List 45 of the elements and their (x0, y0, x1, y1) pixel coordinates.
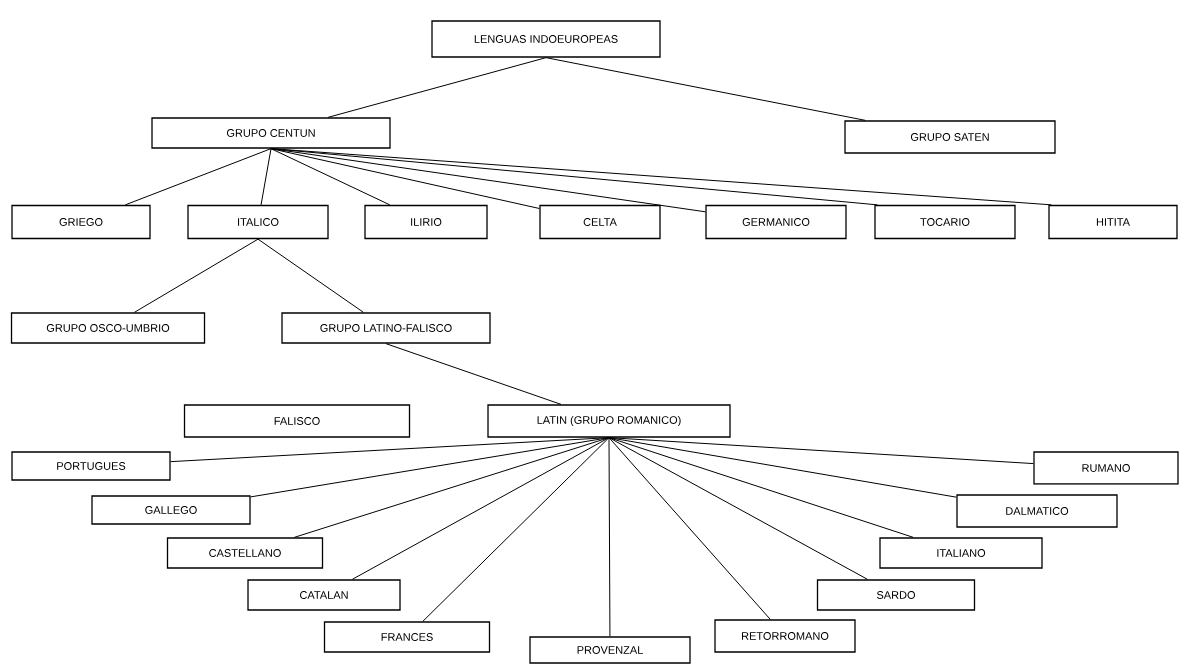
language-box: FALISCO (183, 404, 411, 438)
connector-line (260, 148, 272, 206)
language-box: GALLEGO (91, 495, 251, 525)
language-box: RETORROMANO (714, 619, 856, 653)
language-box: FRANCES (323, 621, 491, 653)
connector-line (250, 437, 610, 498)
language-box: CELTA (539, 204, 661, 240)
connector-line (608, 437, 1034, 465)
connector-line (270, 148, 1052, 206)
language-box: GRIEGO (11, 204, 151, 240)
connector-line (385, 343, 562, 405)
language-box: SARDO (816, 579, 976, 611)
connector-line (608, 437, 957, 498)
connector-line (293, 437, 610, 538)
language-box: RUMANO (1033, 451, 1179, 485)
language-box: GRUPO OSCO-UMBRIO (10, 312, 206, 344)
connector-line (270, 148, 391, 206)
language-box: LATIN (GRUPO ROMANICO) (487, 404, 731, 438)
language-box: GRUPO CENTUN (151, 117, 391, 149)
connector-line (351, 437, 610, 580)
language-box: DALMATICO (956, 494, 1118, 528)
connector-line (270, 148, 878, 206)
connector-line (608, 437, 868, 580)
connector-line (327, 57, 547, 118)
language-box: PROVENZAL (529, 636, 691, 664)
language-box: ILIRIO (364, 204, 488, 240)
connector-line (124, 148, 272, 206)
language-box: LENGUAS INDOEUROPEAS (431, 20, 661, 58)
connector-line (422, 437, 610, 622)
connector-line (257, 238, 364, 313)
connector-line (270, 148, 706, 213)
language-box: CASTELLANO (166, 537, 324, 569)
connector-line (133, 238, 259, 313)
language-box: TOCARIO (874, 204, 1016, 240)
language-box: ITALICO (187, 204, 329, 240)
language-box: CATALAN (247, 579, 401, 611)
connector-line (608, 437, 611, 637)
language-box: HITITA (1048, 204, 1178, 240)
language-box: PORTUGUES (11, 451, 171, 481)
connector-line (545, 57, 866, 121)
language-box: GERMANICO (705, 204, 847, 240)
language-box: GRUPO LATINO-FALISCO (281, 312, 491, 344)
language-box: ITALIANO (879, 537, 1043, 569)
connector-line (608, 437, 771, 620)
language-box: GRUPO SATEN (844, 120, 1056, 154)
